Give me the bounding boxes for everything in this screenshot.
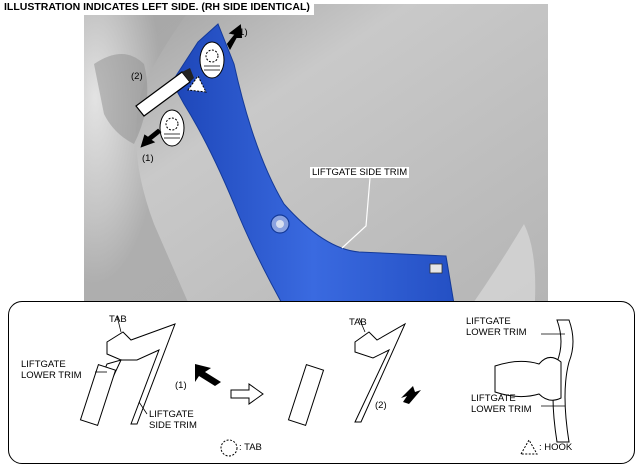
detail-drawing — [79, 315, 574, 457]
detail-left-tab-label: TAB — [109, 314, 127, 325]
detail-middle-tab-label: TAB — [349, 317, 367, 328]
detail-left-side-trim-label-1: LIFTGATE — [149, 409, 194, 420]
callout-2: (2) — [131, 71, 143, 82]
detail-left-step: (1) — [175, 380, 187, 391]
callout-1-bottom: (1) — [142, 153, 154, 164]
clip-bottom — [159, 109, 185, 147]
detail-right-top-label-2: LOWER TRIM — [466, 327, 527, 338]
clip-top — [199, 41, 225, 79]
liftgate-photo — [84, 4, 548, 316]
detail-right-bottom-label-1: LIFTGATE — [471, 393, 516, 404]
detail-panel: TAB LIFTGATE LOWER TRIM LIFTGATE SIDE TR… — [8, 301, 635, 464]
hook-legend-symbol — [520, 438, 538, 455]
detail-right-top-label-1: LIFTGATE — [466, 316, 511, 327]
legend-tab-text: : TAB — [239, 442, 262, 453]
detail-middle-step: (2) — [375, 400, 387, 411]
liftgate-photo-drawing — [84, 4, 548, 316]
detail-left-lower-trim-label-2: LOWER TRIM — [21, 370, 82, 381]
detail-right-bottom-label-2: LOWER TRIM — [471, 404, 532, 415]
liftgate-side-trim-label: LIFTGATE SIDE TRIM — [310, 167, 410, 178]
legend-hook-text: : HOOK — [539, 442, 573, 453]
tab-legend-symbol — [220, 439, 238, 457]
illustration-note: ILLUSTRATION INDICATES LEFT SIDE. (RH SI… — [0, 0, 314, 15]
callout-1-top: (1) — [236, 27, 248, 38]
detail-left-lower-trim-label-1: LIFTGATE — [21, 359, 66, 370]
detail-left-side-trim-label-2: SIDE TRIM — [149, 420, 197, 431]
